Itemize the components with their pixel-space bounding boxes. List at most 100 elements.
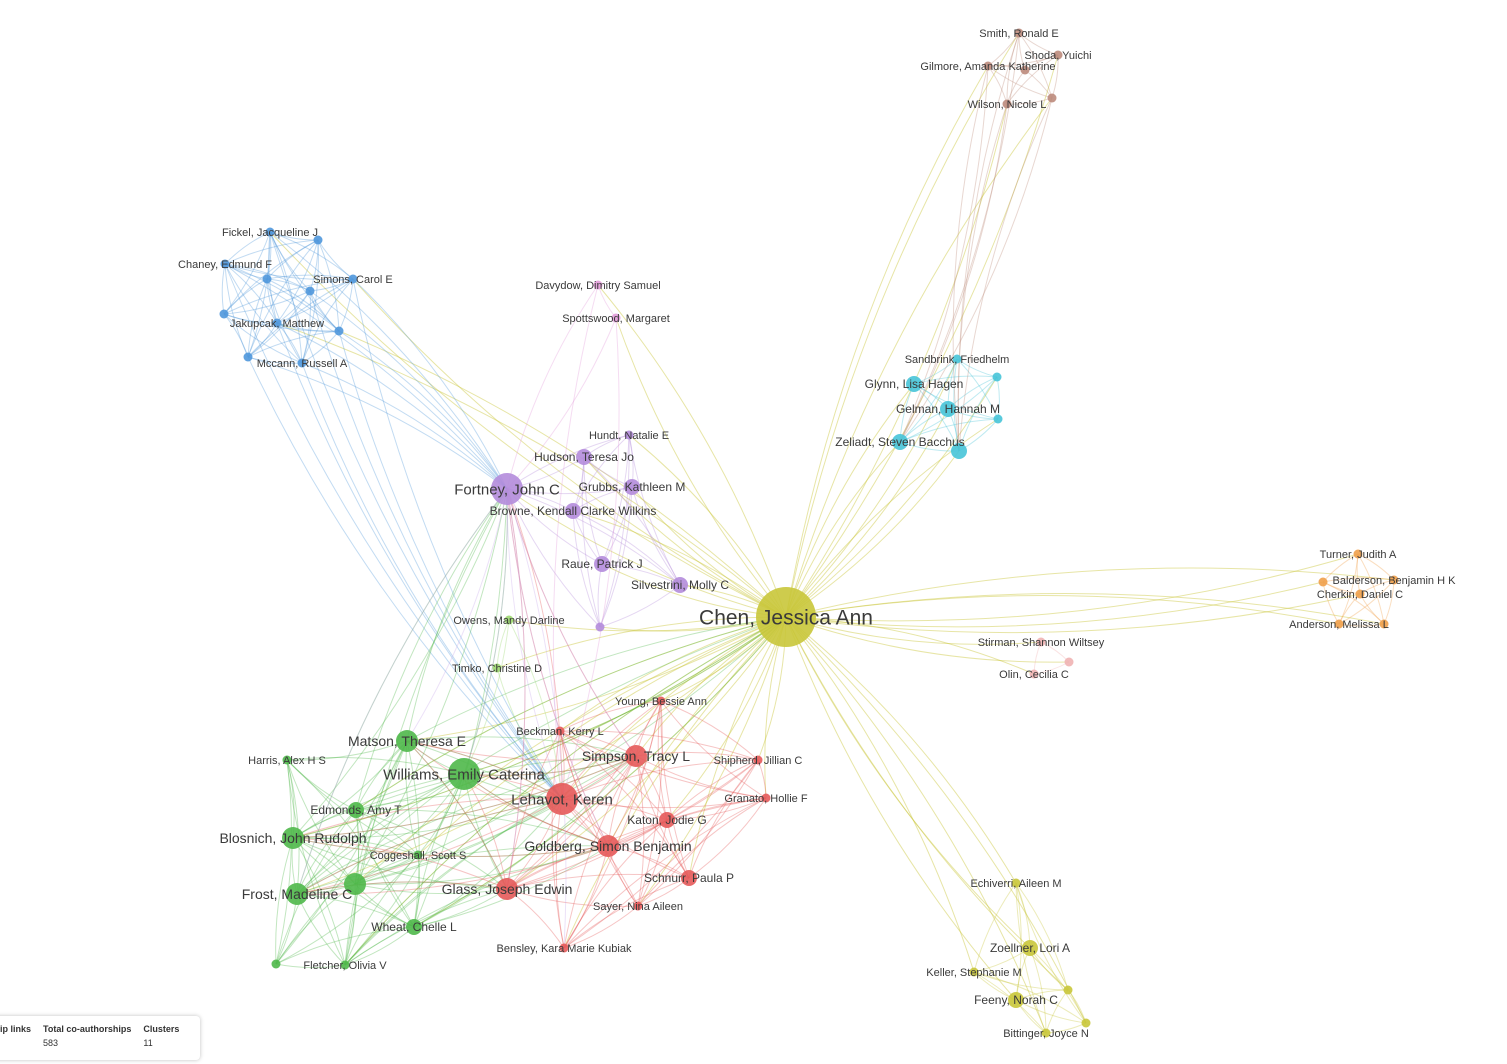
author-label[interactable]: Gelman, Hannah M [896,402,1000,416]
author-node[interactable] [597,835,619,857]
author-node[interactable] [761,793,771,803]
author-node[interactable] [1029,669,1039,679]
author-node[interactable] [951,443,967,459]
author-label[interactable]: Spottswood, Margaret [562,313,670,325]
author-node[interactable] [340,960,350,970]
author-label[interactable]: Glass, Joseph Edwin [442,881,573,897]
author-node[interactable] [624,479,640,495]
author-node[interactable] [983,61,993,71]
author-node[interactable] [282,755,292,765]
author-node[interactable] [1014,28,1024,38]
author-label[interactable]: Smith, Ronald E [979,28,1058,40]
author-label[interactable]: Sayer, Nina Aileen [593,901,683,913]
author-node[interactable] [659,812,675,828]
author-node[interactable] [504,615,514,625]
author-label[interactable]: Anderson, Melissa L [1289,619,1389,631]
author-node[interactable] [559,943,569,953]
author-label[interactable]: Feeny, Norah C [974,993,1058,1007]
author-node[interactable] [286,883,308,905]
author-node[interactable] [496,878,518,900]
author-label[interactable]: Echiverri, Aileen M [970,878,1061,890]
author-label[interactable]: Shipherd, Jillian C [714,755,803,767]
author-node[interactable] [681,870,697,886]
author-label[interactable]: Hudson, Teresa Jo [534,450,634,464]
author-node[interactable] [595,622,605,632]
author-label[interactable]: Williams, Emily Caterina [383,766,545,783]
author-label[interactable]: Wheat, Chelle L [371,920,457,934]
author-node[interactable] [313,235,323,245]
author-node[interactable] [262,274,272,284]
author-node[interactable] [1355,589,1365,599]
author-label[interactable]: Simons, Carol E [313,274,392,286]
author-node[interactable] [344,873,366,895]
author-node[interactable] [992,372,1002,382]
network-nodes[interactable] [219,28,1399,1038]
author-label[interactable]: Mccann, Russell A [257,358,348,370]
author-label[interactable]: Owens, Mandy Darline [453,615,564,627]
author-label[interactable]: Silvestrini, Molly C [631,578,729,592]
author-label[interactable]: Turner, Judith A [1320,549,1397,561]
author-node[interactable] [448,758,480,790]
author-node[interactable] [265,227,275,237]
author-label[interactable]: Young, Bessie Ann [615,696,707,708]
author-node[interactable] [1011,878,1021,888]
author-node[interactable] [220,259,230,269]
author-label[interactable]: Wilson, Nicole L [968,99,1047,111]
author-label[interactable]: Grubbs, Kathleen M [579,480,686,494]
author-node[interactable] [1002,99,1012,109]
author-label[interactable]: Edmonds, Amy T [310,803,402,817]
author-node[interactable] [1318,577,1328,587]
author-label[interactable]: Browne, Kendall Clarke Wilkins [490,504,657,518]
author-node[interactable] [1008,992,1024,1008]
author-label[interactable]: Gilmore, Amanda Katherine [920,61,1055,73]
author-label[interactable]: Simpson, Tracy L [582,748,690,764]
author-label[interactable]: Zeliadt, Steven Bacchus [835,435,964,449]
author-node[interactable] [1036,637,1046,647]
author-node[interactable] [305,286,315,296]
author-label[interactable]: Stirman, Shannon Wiltsey [978,637,1105,649]
author-label[interactable]: Schnurr, Paula P [644,871,734,885]
author-label[interactable]: Timko, Christine D [452,663,542,675]
author-node[interactable] [297,358,307,368]
author-node[interactable] [396,730,418,752]
author-label[interactable]: Granato, Hollie F [724,793,807,805]
author-label[interactable]: Chen, Jessica Ann [699,606,873,629]
author-node[interactable] [1041,1028,1051,1038]
author-label[interactable]: Frost, Madeline C [242,886,352,902]
author-node[interactable] [1353,549,1363,559]
author-node[interactable] [348,802,364,818]
author-node[interactable] [282,827,304,849]
author-node[interactable] [546,783,578,815]
author-node[interactable] [555,726,565,736]
author-label[interactable]: Goldberg, Simon Benjamin [524,838,691,854]
author-node[interactable] [906,376,922,392]
author-node[interactable] [594,556,610,572]
author-node[interactable] [1081,1018,1091,1028]
author-node[interactable] [1053,50,1063,60]
author-label[interactable]: Zoellner, Lori A [990,941,1070,955]
author-node[interactable] [611,313,621,323]
author-label[interactable]: Keller, Stephanie M [926,967,1021,979]
author-node[interactable] [940,401,956,417]
author-node[interactable] [624,430,634,440]
author-node[interactable] [1047,93,1057,103]
author-label[interactable]: Katon, Jodie G [627,813,706,827]
author-node[interactable] [969,967,979,977]
author-label[interactable]: Sandbrink, Friedhelm [905,354,1010,366]
author-node[interactable] [892,434,908,450]
author-label[interactable]: Fortney, John C [454,481,560,498]
author-node[interactable] [633,901,643,911]
author-label[interactable]: Shoda, Yuichi [1024,50,1091,62]
author-node[interactable] [1379,619,1389,629]
author-node[interactable] [243,352,253,362]
author-node[interactable] [406,919,422,935]
author-node[interactable] [492,663,502,673]
author-node[interactable] [993,414,1003,424]
author-node[interactable] [491,473,523,505]
author-node[interactable] [1389,575,1399,585]
author-label[interactable]: Lehavot, Keren [511,791,613,808]
author-node[interactable] [756,587,816,647]
author-label[interactable]: Beckman, Kerry L [516,726,603,738]
author-node[interactable] [1022,940,1038,956]
author-label[interactable]: Bittinger, Joyce N [1003,1028,1089,1040]
